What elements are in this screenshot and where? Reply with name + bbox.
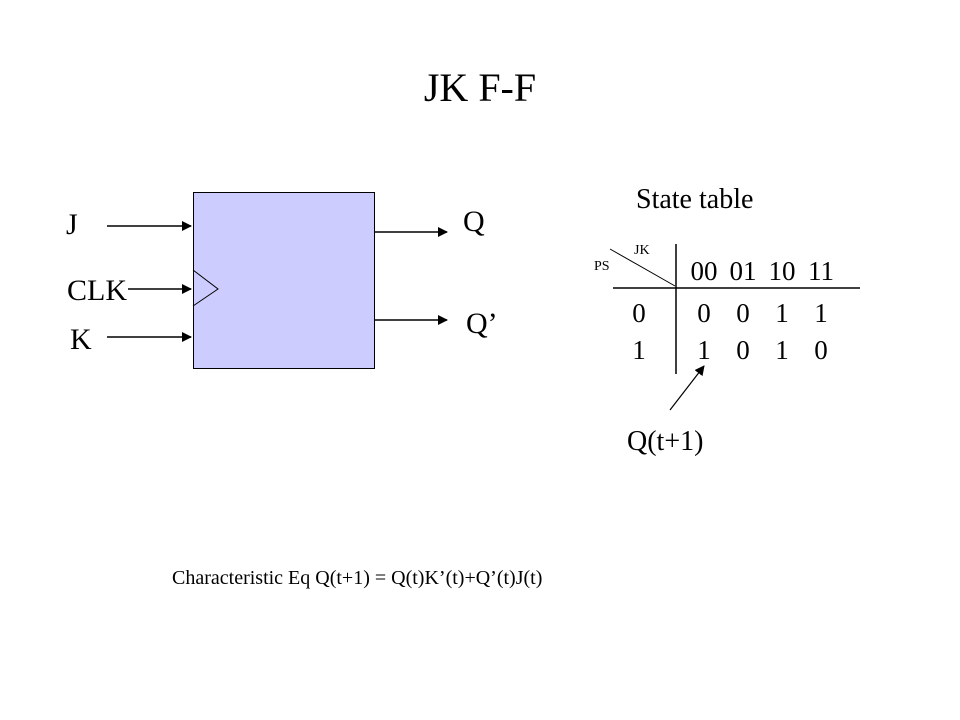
- state-table-heading: State table: [636, 184, 754, 215]
- column-header: 00: [690, 256, 718, 286]
- q-bar-output-label: Q’: [466, 307, 498, 340]
- clk-input-label: CLK: [67, 274, 127, 307]
- table-cell: 0: [814, 335, 828, 365]
- j-input-label: J: [66, 208, 78, 241]
- flip-flop-block: [193, 192, 375, 369]
- q-output-label: Q: [463, 205, 485, 238]
- table-cell: 1: [697, 335, 711, 365]
- next-state-annotation: Q(t+1): [627, 426, 704, 457]
- table-cell: 1: [775, 298, 789, 328]
- table-cell: 0: [697, 298, 711, 328]
- table-cell: 1: [775, 335, 789, 365]
- k-input-label: K: [70, 323, 92, 356]
- row-ps-cell: 0: [632, 298, 646, 328]
- table-cell: 1: [814, 298, 828, 328]
- column-header: 01: [729, 256, 757, 286]
- characteristic-equation: Characteristic Eq Q(t+1) = Q(t)K’(t)+Q’(…: [172, 567, 543, 589]
- column-header: 10: [768, 256, 796, 286]
- table-cell: 0: [736, 335, 750, 365]
- clock-triangle: [192, 269, 219, 307]
- page-title: JK F-F: [423, 65, 537, 110]
- table-diagonal-line: [609, 248, 676, 287]
- col-axis-label: JK: [634, 243, 650, 258]
- table-cell: 0: [736, 298, 750, 328]
- column-header: 11: [808, 256, 834, 286]
- row-axis-label: PS: [594, 259, 610, 274]
- row-ps-cell: 1: [632, 335, 646, 365]
- annotation-arrow: [669, 365, 705, 411]
